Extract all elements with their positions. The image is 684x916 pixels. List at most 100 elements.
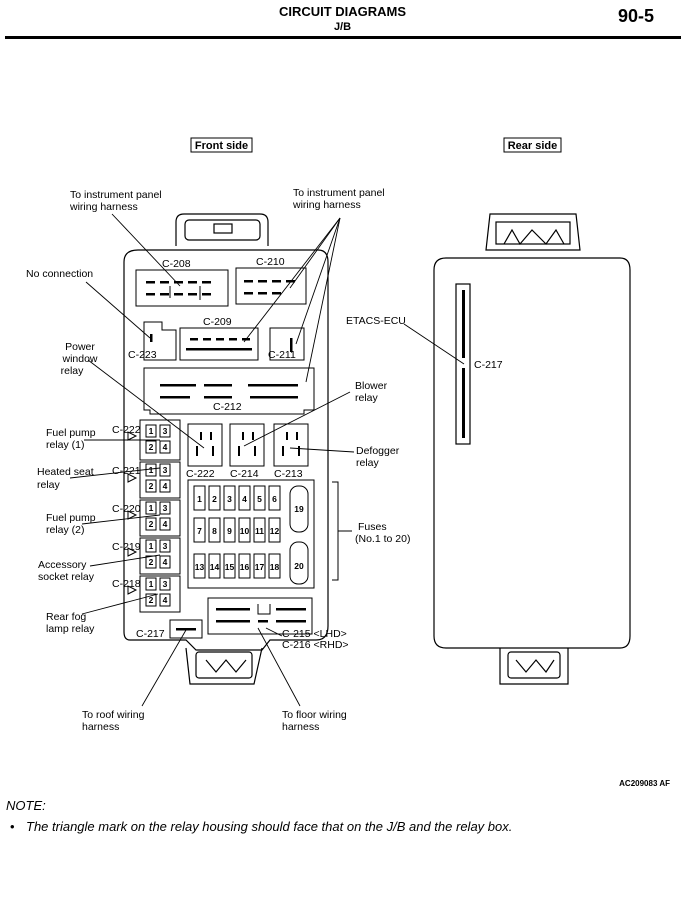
connector-c212: [143, 367, 315, 415]
relay-pin-number: 4: [163, 481, 168, 491]
fuse-slot: [253, 517, 266, 543]
relay-pin-box: [159, 501, 171, 515]
fuse-slot: [223, 485, 236, 511]
fuse-number: 18: [270, 562, 280, 572]
label-etacs-ecu: ETACS-ECU: [346, 315, 406, 327]
relay-pin-box: [159, 479, 171, 493]
label-power-window-3: relay: [61, 365, 85, 377]
page-number: 90-5: [618, 6, 655, 26]
fuse-number: 14: [210, 562, 220, 572]
label-floor-1: To floor wiring: [282, 709, 347, 721]
note-heading: NOTE:: [6, 798, 46, 813]
relay-pin-box: [159, 593, 171, 607]
fuse-number: 9: [227, 526, 232, 536]
label-fuel-pump-1a: Fuel pump: [46, 427, 96, 439]
fuse-slot: [193, 485, 206, 511]
header-rule: [5, 36, 681, 39]
fuse-number: 3: [227, 494, 232, 504]
label-roof-1: To roof wiring: [82, 709, 145, 721]
relay-pin-number: 1: [149, 426, 154, 436]
fuse-slot: [208, 485, 221, 511]
fuse-number: 4: [242, 494, 247, 504]
label-c217-front: C-217: [136, 628, 165, 640]
relay-pin-box: [159, 555, 171, 569]
label-rear-fog-2: lamp relay: [46, 623, 95, 635]
fuse-slot: [223, 553, 236, 579]
bullet-glyph: •: [10, 819, 15, 834]
fuse-slot: [208, 553, 221, 579]
label-power-window-2: window: [61, 353, 97, 365]
label-accessory-1: Accessory: [38, 559, 87, 571]
label-c222-top: C-222: [186, 468, 215, 480]
label-ip-left-2: wiring harness: [69, 201, 138, 213]
relay-pin-number: 2: [149, 519, 154, 529]
relay-pin-number: 4: [163, 557, 168, 567]
relay-pin-box: [145, 440, 157, 454]
relay-pin-number: 1: [149, 579, 154, 589]
fuse-number: 6: [272, 494, 277, 504]
rear-junction-block: [433, 213, 631, 685]
relay-pin-number: 1: [149, 541, 154, 551]
leader-lines: [69, 213, 465, 707]
label-fuses-2: (No.1 to 20): [355, 533, 410, 545]
fuse-number: 8: [212, 526, 217, 536]
fuse-slot: [193, 553, 206, 579]
label-fuel-pump-2a: Fuel pump: [46, 512, 96, 524]
connector-c215-c216: [207, 597, 313, 635]
rear-side-label: Rear side: [503, 137, 562, 153]
label-c223: C-223: [128, 349, 157, 361]
relay-top-row: [187, 423, 309, 467]
fuse-number: 20: [294, 561, 304, 571]
label-c221: C-221: [112, 465, 141, 477]
fuse-number: 10: [240, 526, 250, 536]
label-c220: C-220: [112, 503, 141, 515]
fuses-bracket: [332, 481, 352, 581]
label-no-connection: No connection: [26, 268, 93, 280]
figure-id: AC209083 AF: [619, 779, 670, 788]
relay-pin-number: 2: [149, 557, 154, 567]
relay-pin-number: 4: [163, 595, 168, 605]
svg-text:Rear side: Rear side: [508, 140, 558, 152]
label-heated-seat-1: Heated seat: [37, 466, 94, 478]
label-floor-2: harness: [282, 721, 319, 733]
fuse-block: [187, 479, 315, 589]
fuse-number: 15: [225, 562, 235, 572]
label-fuel-pump-1b: relay (1): [46, 439, 85, 451]
relay-pin-box: [159, 463, 171, 477]
relay-pin-number: 2: [149, 442, 154, 452]
relay-pin-number: 2: [149, 481, 154, 491]
relay-pin-number: 4: [163, 442, 168, 452]
connector-c209: [179, 327, 259, 361]
label-c215: C-215 <LHD>: [282, 628, 347, 640]
fuse-slot: [268, 485, 281, 511]
fuse-slot: [193, 517, 206, 543]
front-side-label: Front side: [190, 137, 253, 153]
label-c222-left: C-222: [112, 424, 141, 436]
fuse-slot: [208, 517, 221, 543]
relay-pin-box: [145, 539, 157, 553]
fuse-number: 11: [255, 526, 264, 536]
fuse-slot: [253, 553, 266, 579]
relay-pin-box: [159, 440, 171, 454]
relay-pin-box: [159, 539, 171, 553]
label-c218: C-218: [112, 578, 141, 590]
label-c211: C-211: [268, 349, 296, 361]
connector-c208: [135, 269, 229, 307]
label-blower-2: relay: [355, 392, 379, 404]
fuse-slot: [223, 517, 236, 543]
relay-pin-box: [145, 517, 157, 531]
label-rear-fog-1: Rear fog: [46, 611, 86, 623]
fuse-number: 19: [294, 504, 304, 514]
connector-c210: [235, 267, 307, 305]
fuse-number: 7: [197, 526, 202, 536]
fuse-number: 17: [255, 562, 265, 572]
label-roof-2: harness: [82, 721, 119, 733]
label-blower-1: Blower: [355, 380, 388, 392]
label-ip-right-1: To instrument panel: [293, 187, 385, 199]
note-bullet: •The triangle mark on the relay housing …: [10, 819, 512, 834]
label-c216: C-216 <RHD>: [282, 639, 349, 651]
label-accessory-2: socket relay: [38, 571, 95, 583]
